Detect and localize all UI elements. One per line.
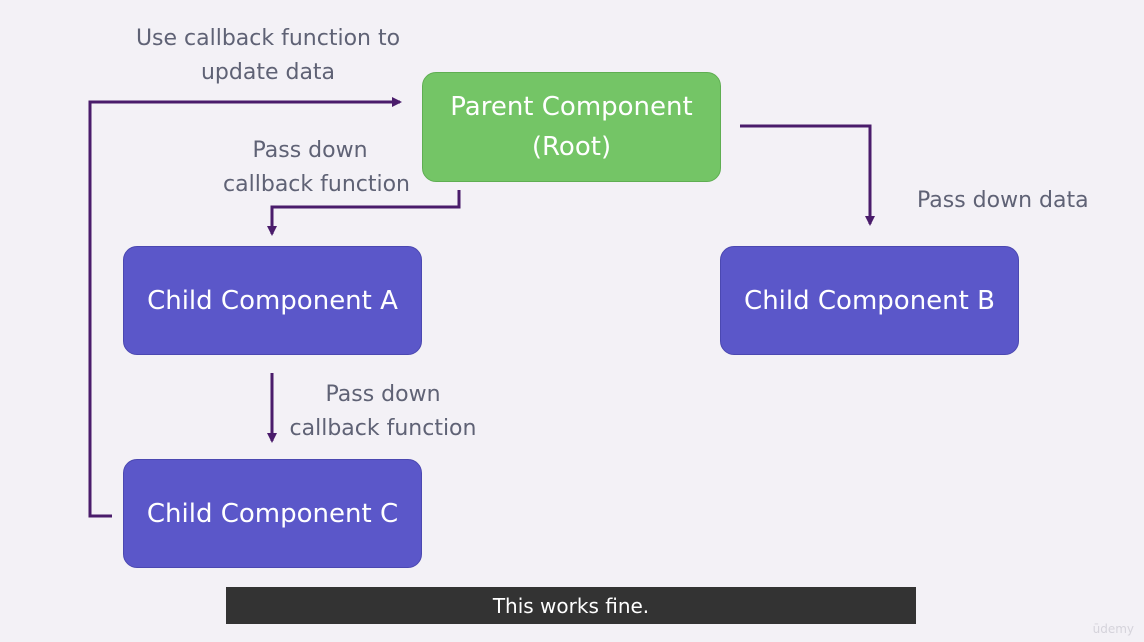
parent-node-title: Parent Component bbox=[450, 92, 693, 122]
caption-text: This works fine. bbox=[492, 593, 650, 618]
child-component-c-node: Child Component C bbox=[123, 459, 422, 568]
pass-callback-a-line2: callback function bbox=[223, 172, 410, 197]
child-b-label: Child Component B bbox=[744, 285, 995, 316]
parent-node-subtitle: (Root) bbox=[531, 132, 612, 162]
pass-data-label: Pass down data bbox=[917, 184, 1089, 218]
child-component-a-node: Child Component A bbox=[123, 246, 422, 355]
parent-component-node: Parent Component (Root) bbox=[422, 72, 721, 182]
pass-callback-c-line1: Pass down bbox=[325, 382, 441, 407]
update-data-label-line2: update data bbox=[200, 60, 336, 85]
arrow-c-to-parent bbox=[88, 97, 402, 518]
update-data-label: Use callback function to update data bbox=[118, 22, 418, 90]
arrow-parent-to-a bbox=[267, 190, 461, 236]
pass-callback-c-label: Pass down callback function bbox=[283, 378, 483, 446]
pass-callback-a-label: Pass down callback function bbox=[190, 134, 410, 202]
pass-callback-a-line1: Pass down bbox=[252, 138, 368, 163]
pass-data-label-text: Pass down data bbox=[917, 188, 1089, 213]
child-component-b-node: Child Component B bbox=[720, 246, 1019, 355]
arrow-parent-to-b bbox=[740, 124, 875, 226]
udemy-watermark: ūdemy bbox=[1092, 622, 1134, 636]
child-c-label: Child Component C bbox=[146, 498, 399, 529]
child-a-label: Child Component A bbox=[147, 285, 398, 316]
update-data-label-line1: Use callback function to bbox=[135, 26, 401, 51]
video-caption: This works fine. bbox=[226, 587, 916, 624]
pass-callback-c-line2: callback function bbox=[289, 416, 477, 441]
